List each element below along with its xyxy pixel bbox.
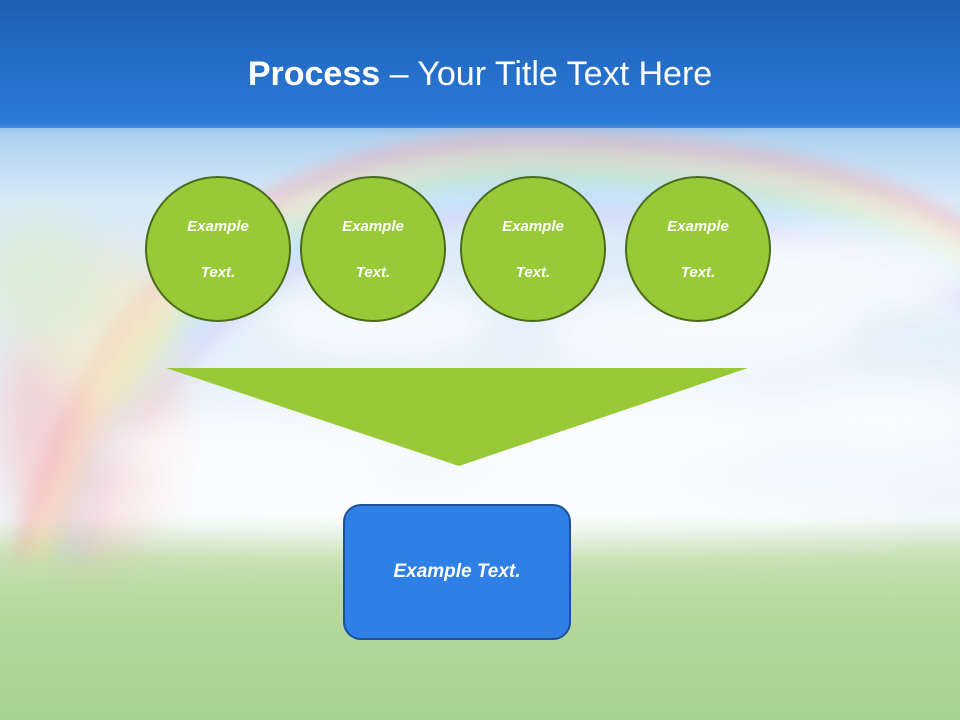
funnel-triangle[interactable] <box>166 368 748 466</box>
slide-title: Process – Your Title Text Here <box>0 52 960 96</box>
funnel-triangle-shape <box>166 368 748 466</box>
title-rest: – Your Title Text Here <box>380 55 713 93</box>
circle-4-line2: Text. <box>680 263 716 281</box>
circle-3-line2: Text. <box>515 263 551 281</box>
title-bold: Process <box>247 55 381 93</box>
circle-1-line1: Example <box>187 217 249 235</box>
circle-3-line1: Example <box>502 217 564 235</box>
circle-2-line2: Text. <box>355 263 391 281</box>
circle-4-line1: Example <box>667 217 729 235</box>
circle-1-line2: Text. <box>200 263 236 281</box>
result-box[interactable]: Example Text. <box>343 504 571 640</box>
circle-2-line1: Example <box>342 217 404 235</box>
title-band <box>0 0 960 128</box>
result-box-label: Example Text. <box>393 561 521 582</box>
